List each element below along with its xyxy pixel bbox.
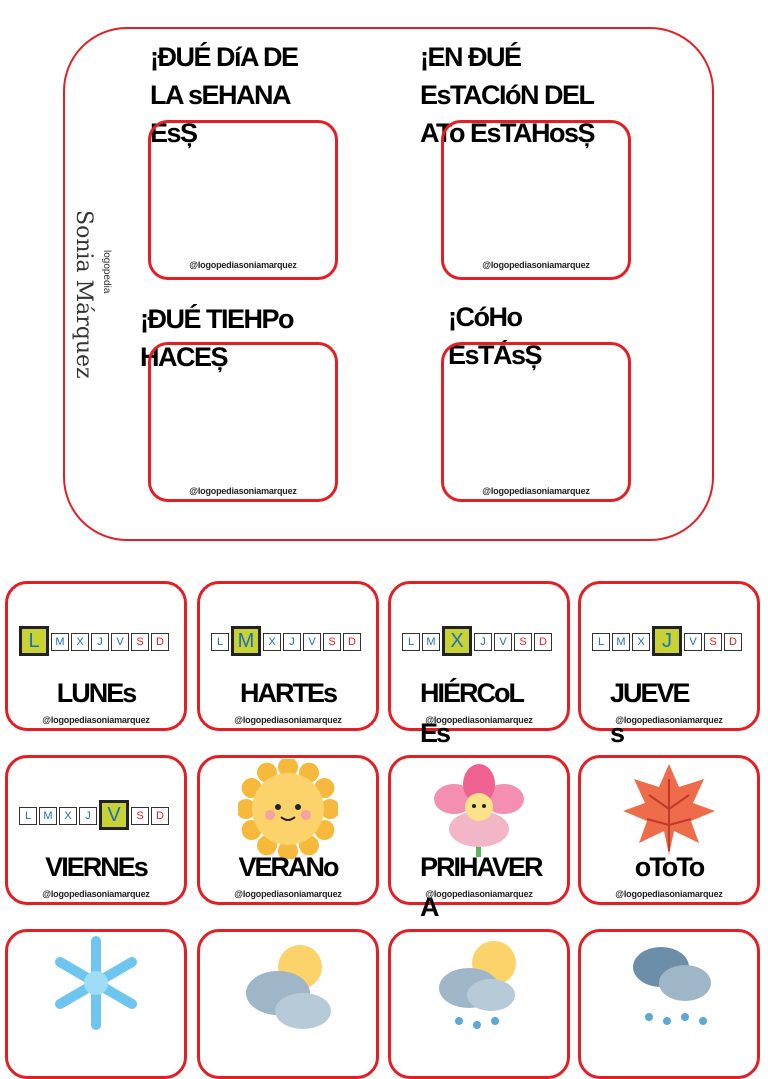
weekday-box: L <box>211 633 229 651</box>
card-word: oToTo <box>634 852 705 882</box>
flash-card[interactable] <box>197 755 379 905</box>
handle-text: @logopediasoniamarquez <box>482 486 590 496</box>
handle-text: @logopediasoniamarquez <box>425 889 533 899</box>
weekday-box: X <box>442 626 472 656</box>
weekday-box: X <box>71 633 89 651</box>
card-word: LUNEs <box>56 678 138 708</box>
weekday-box: V <box>303 633 321 651</box>
weekday-box: S <box>131 633 149 651</box>
handle-text: @logopediasoniamarquez <box>42 715 150 725</box>
question-mood: ¡CóHo EsTÁsȘ <box>448 302 543 370</box>
brand-logo: Sonia Márquez logopedia <box>71 210 124 379</box>
weekday-box: D <box>724 633 742 651</box>
answer-box-mood[interactable] <box>441 342 631 502</box>
handle-text: @logopediasoniamarquez <box>189 260 297 270</box>
weekday-box: D <box>534 633 552 651</box>
weekday-box: M <box>39 807 57 825</box>
weekday-box: V <box>494 633 512 651</box>
weekday-box: M <box>231 626 261 656</box>
weekday-box: M <box>51 633 69 651</box>
weekday-box: S <box>323 633 341 651</box>
weekday-box: M <box>612 633 630 651</box>
weekday-box: S <box>131 807 149 825</box>
flash-card[interactable] <box>578 755 760 905</box>
handle-text: @logopediasoniamarquez <box>615 715 723 725</box>
answer-box-season[interactable] <box>441 120 631 280</box>
flash-card[interactable] <box>388 581 570 731</box>
weekday-box: X <box>632 633 650 651</box>
weekday-box: J <box>283 633 301 651</box>
card-word: HIÉRCoL Es <box>420 678 525 748</box>
weekday-box: L <box>19 807 37 825</box>
flash-card[interactable] <box>5 581 187 731</box>
leaf-icon <box>619 759 719 864</box>
card-word: PRIHAVER A <box>420 852 544 922</box>
rain-sun-icon <box>429 933 529 1038</box>
weekday-box: L <box>592 633 610 651</box>
handle-text: @logopediasoniamarquez <box>42 889 150 899</box>
question-weather: ¡ÐUÉ TIEHPo HACEȘ <box>140 304 295 372</box>
question-board <box>63 27 714 541</box>
card-word: VERANo <box>238 852 339 882</box>
weekday-box: J <box>474 633 492 651</box>
weekday-box: D <box>151 633 169 651</box>
answer-box-weather[interactable] <box>148 342 338 502</box>
weekday-box: S <box>514 633 532 651</box>
handle-text: @logopediasoniamarquez <box>615 889 723 899</box>
weekday-box: X <box>263 633 281 651</box>
handle-text: @logopediasoniamarquez <box>234 715 342 725</box>
card-word: VIERNEs <box>45 852 149 882</box>
flash-card[interactable] <box>388 755 570 905</box>
cloudy-sun-icon <box>238 933 338 1038</box>
handle-text: @logopediasoniamarquez <box>425 715 533 725</box>
weekday-box: D <box>343 633 361 651</box>
question-season: ¡EN ÐUÉ EsTACIóN DEL ATo EsTAHosȘ <box>420 42 596 148</box>
weekday-box: V <box>684 633 702 651</box>
weekday-box: V <box>99 800 129 830</box>
weekday-box: M <box>422 633 440 651</box>
logo-top: logopedia <box>101 250 112 294</box>
handle-text: @logopediasoniamarquez <box>234 889 342 899</box>
weekday-box: X <box>59 807 77 825</box>
weekday-box: L <box>19 626 49 656</box>
weekday-box: J <box>79 807 97 825</box>
weekday-box: J <box>652 626 682 656</box>
answer-box-day[interactable] <box>148 120 338 280</box>
weekday-box: L <box>402 633 420 651</box>
logo-name: Sonia Márquez <box>71 210 96 379</box>
flash-card[interactable] <box>578 581 760 731</box>
snowflake-icon <box>46 933 146 1038</box>
weekday-box: D <box>151 807 169 825</box>
weekday-box: J <box>91 633 109 651</box>
sun-icon <box>236 757 340 864</box>
card-word: JUEVE s <box>610 678 691 748</box>
handle-text: @logopediasoniamarquez <box>482 260 590 270</box>
flash-card[interactable] <box>5 755 187 905</box>
handle-text: @logopediasoniamarquez <box>189 486 297 496</box>
rain-cloud-icon <box>619 933 719 1038</box>
flower-icon <box>429 759 529 864</box>
weekday-box: V <box>111 633 129 651</box>
card-word: HARTEs <box>239 678 338 708</box>
weekday-box: S <box>704 633 722 651</box>
flash-card[interactable] <box>197 581 379 731</box>
